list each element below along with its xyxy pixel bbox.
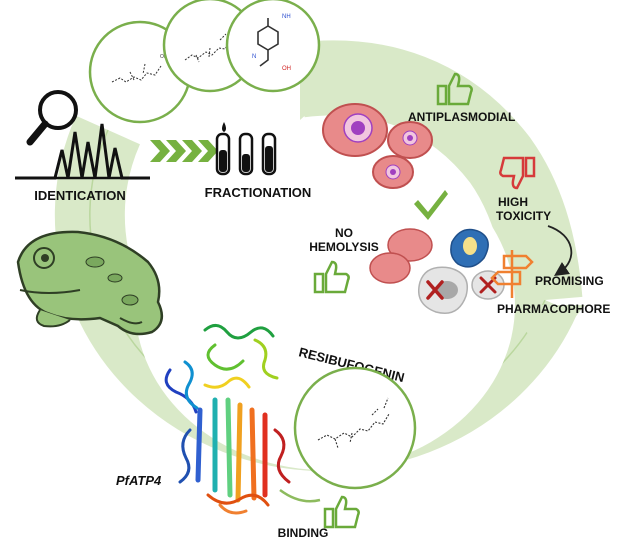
label-fractionation: FRACTIONATION xyxy=(205,185,312,200)
svg-text:N: N xyxy=(252,54,256,60)
healthy-rbc-group xyxy=(369,228,433,284)
label-pfatp4: PfATP4 xyxy=(116,473,162,488)
thumbs-down-icon xyxy=(499,156,536,190)
label-pharmacophore: PHARMACOPHORE xyxy=(497,302,610,316)
test-tubes-icon: FRACTIONATION xyxy=(205,122,312,200)
identification-icon-group: IDENTICATION xyxy=(15,90,150,203)
svg-text:OH: OH xyxy=(160,54,168,60)
label-no: NO xyxy=(335,226,353,240)
cycle-arrowhead-right xyxy=(505,305,585,355)
protein-structure xyxy=(164,324,291,515)
magnifier-icon xyxy=(26,90,78,146)
checkmark-icon xyxy=(414,190,448,220)
thumbs-up-icon-hemolysis xyxy=(313,260,350,294)
svg-text:OH: OH xyxy=(282,66,291,72)
chevrons-icon xyxy=(150,140,218,162)
label-hemolysis: HEMOLYSIS xyxy=(309,240,379,254)
chromatogram-peaks xyxy=(15,123,150,180)
infected-rbc-medium xyxy=(387,121,433,159)
curved-arrow-icon xyxy=(547,225,573,277)
thumbs-up-icon xyxy=(436,72,473,106)
label-toxicity: TOXICITY xyxy=(496,209,551,223)
binding-arrow xyxy=(279,488,321,503)
infected-rbc-small xyxy=(372,155,414,189)
label-promising: PROMISING xyxy=(535,274,604,288)
signpost-icon xyxy=(490,250,534,298)
cycle-arc-right xyxy=(295,40,583,304)
resibufogenin-molecule-circle xyxy=(293,366,417,490)
label-high: HIGH xyxy=(498,195,528,209)
infected-rbc-large xyxy=(322,103,388,157)
label-binding: BINDING xyxy=(278,526,329,540)
label-antiplasmodial: ANTIPLASMODIAL xyxy=(408,110,515,124)
dead-cell-1 xyxy=(418,266,468,314)
thumbs-up-icon-binding xyxy=(323,495,360,529)
toad-illustration xyxy=(16,230,164,336)
cross-icon xyxy=(426,280,444,300)
cycle-center xyxy=(135,140,515,470)
blue-cell xyxy=(450,228,489,268)
molecule-circle-3: NH N OH xyxy=(225,0,321,93)
label-identification: IDENTICATION xyxy=(34,188,125,203)
svg-text:NH: NH xyxy=(282,14,291,20)
